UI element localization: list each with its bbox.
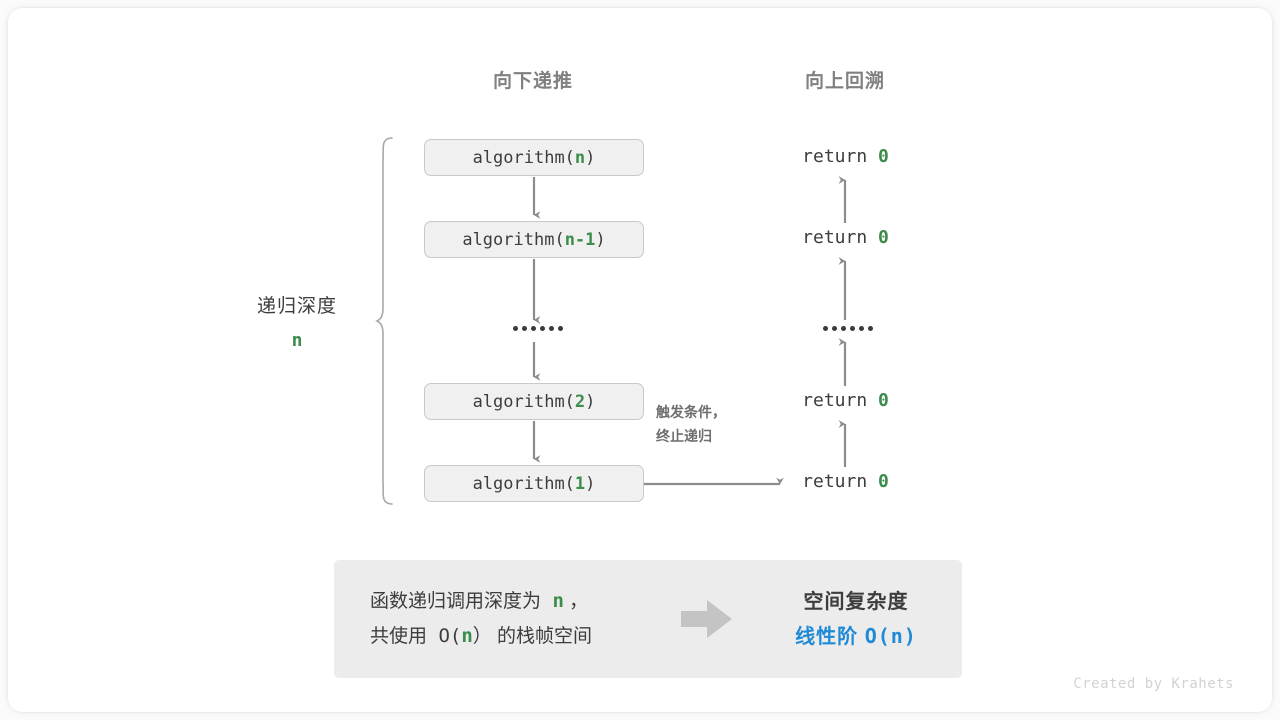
return-value: 0 [878,146,889,167]
recursion-depth-value: n [291,330,303,351]
call-box-prefix: algorithm( [462,229,565,250]
call-box-2[interactable]: algorithm(2) [424,383,644,420]
ellipsis-dot [540,326,545,331]
trigger-condition-note: 触发条件， 终止递归 [656,400,786,448]
call-box-arg: n [574,147,586,168]
complexity-value: 线性阶 O(n) [750,619,962,654]
call-box-suffix: ) [585,391,596,412]
complexity-value-notation: O(n) [864,623,917,648]
call-box-suffix: ) [595,229,606,250]
ellipsis-left [513,326,563,331]
summary-left-text: 函数递归调用深度为 n ， 共使用 O(n） 的栈帧空间 [334,584,664,654]
return-keyword: return [802,227,868,248]
return-keyword: return [802,146,868,167]
call-box-prefix: algorithm( [472,391,575,412]
ellipsis-dot [531,326,536,331]
return-label-3: return 0 [768,390,923,411]
summary-line1-c: ， [563,591,589,612]
ellipsis-dot [823,326,828,331]
depth-brace [375,137,393,505]
call-box-arg: 2 [574,391,586,412]
summary-left-line2: 共使用 O(n） 的栈帧空间 [370,619,664,654]
return-label-1: return 0 [768,146,923,167]
summary-line2-c: ） 的栈帧空间 [472,626,593,647]
ellipsis-right [823,326,873,331]
recursion-depth-text: 递归深度 [256,296,337,317]
ellipsis-dot [859,326,864,331]
summary-line1-var: n [552,590,564,612]
return-value: 0 [878,471,889,492]
return-value: 0 [878,227,889,248]
call-box-n[interactable]: algorithm(n) [424,139,644,176]
call-box-arg: 1 [574,473,586,494]
ellipsis-dot [549,326,554,331]
diagram-card: 向下递推 向上回溯 递归深度 n algorithm(n) algorithm(… [8,8,1272,712]
ellipsis-dot [841,326,846,331]
complexity-value-label: 线性阶 [795,625,865,648]
summary-arrow-wrap [664,597,750,641]
call-box-prefix: algorithm( [472,473,575,494]
call-box-prefix: algorithm( [472,147,575,168]
ellipsis-dot [832,326,837,331]
call-box-1[interactable]: algorithm(1) [424,465,644,502]
trigger-note-line2: 终止递归 [656,428,712,444]
block-arrow-right-icon [681,600,732,638]
call-box-suffix: ) [585,147,596,168]
summary-panel: 函数递归调用深度为 n ， 共使用 O(n） 的栈帧空间 空间复杂度 线性阶 O… [334,560,962,678]
ellipsis-dot [850,326,855,331]
ellipsis-dot [868,326,873,331]
return-value: 0 [878,390,889,411]
ellipsis-dot [558,326,563,331]
summary-line1-a: 函数递归调用深度为 [370,590,553,612]
ellipsis-dot [522,326,527,331]
call-box-arg: n-1 [564,229,596,250]
summary-right-text: 空间复杂度 线性阶 O(n) [750,585,962,654]
return-keyword: return [802,471,868,492]
call-box-suffix: ) [585,473,596,494]
column-header-ascend: 向上回溯 [804,71,885,92]
call-box-n-minus-1[interactable]: algorithm(n-1) [424,221,644,258]
complexity-title: 空间复杂度 [803,590,909,613]
summary-left-line1: 函数递归调用深度为 n ， [370,584,664,619]
return-label-2: return 0 [768,227,923,248]
credit-text: Created by Krahets [1073,676,1234,692]
summary-line2-var: n [461,625,473,647]
trigger-note-line1: 触发条件， [656,404,726,420]
summary-line2-a: 共使用 O( [370,625,462,647]
recursion-depth-label: 递归深度 n [222,291,372,351]
column-header-descend: 向下递推 [492,71,573,92]
ellipsis-dot [513,326,518,331]
return-keyword: return [802,390,868,411]
return-label-4: return 0 [768,471,923,492]
